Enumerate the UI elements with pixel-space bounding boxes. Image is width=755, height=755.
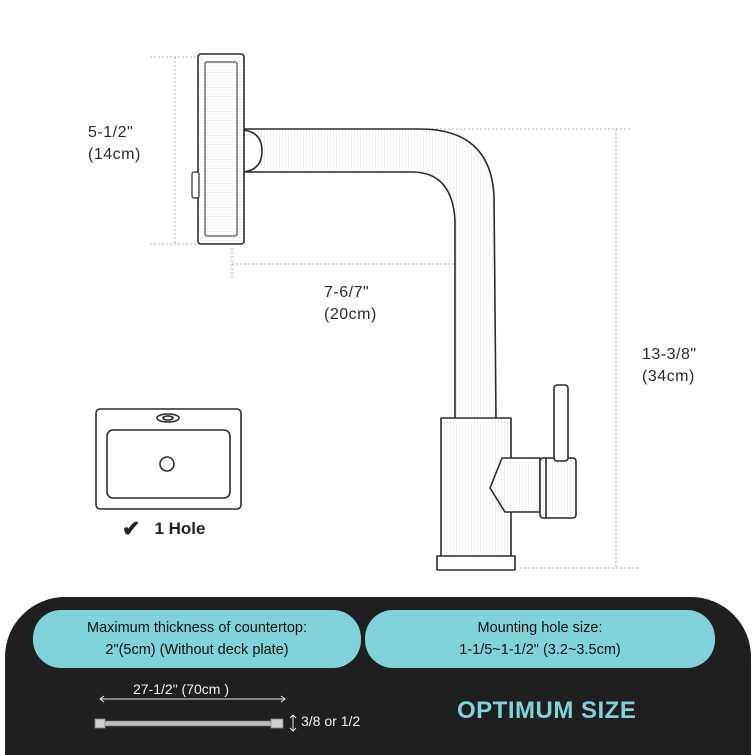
thickness-value: 2"(5cm) (Without deck plate) — [105, 642, 289, 658]
hose-icon — [94, 718, 284, 729]
sink-icon — [95, 408, 242, 510]
faucet-base-plate — [436, 555, 516, 571]
hole-count-text: 1 Hole — [154, 519, 206, 538]
faucet-spout — [244, 128, 497, 421]
faucet — [191, 53, 577, 571]
countertop-thickness-pill: Maximum thickness of countertop: 2"(5cm)… — [33, 610, 361, 668]
mounting-hole-title: Mounting hole size: — [477, 620, 603, 636]
checkmark-icon: ✔ — [122, 516, 141, 541]
handle-mount — [489, 457, 541, 513]
spray-button — [191, 171, 200, 199]
reach-imperial: 7-6/7" — [324, 284, 370, 301]
size-arrow-icon — [289, 714, 297, 732]
spray-head-imperial: 5-1/2" — [88, 124, 134, 141]
faucet-diagram — [95, 53, 640, 571]
info-panel: Maximum thickness of countertop: 2"(5cm)… — [5, 597, 751, 755]
height-dimension: 13-3/8" (34cm) — [642, 344, 697, 388]
mounting-hole-pill: Mounting hole size: 1-1/5~1-1/2" (3.2~3.… — [365, 610, 715, 668]
sink-drain — [159, 456, 175, 472]
optimum-size-title: OPTIMUM SIZE — [457, 697, 637, 724]
hose-diagram — [94, 695, 297, 732]
spray-head-metric: (14cm) — [88, 146, 141, 163]
spray-head — [197, 53, 245, 245]
height-metric: (34cm) — [642, 368, 695, 385]
hole-count-label: ✔ 1 Hole — [122, 518, 205, 540]
faucet-handle — [553, 384, 569, 462]
hose-size: 3/8 or 1/2 — [301, 713, 361, 729]
reach-metric: (20cm) — [324, 306, 377, 323]
dimension-lines — [150, 56, 640, 569]
spray-head-dimension: 5-1/2" (14cm) — [88, 122, 141, 166]
reach-dimension: 7-6/7" (20cm) — [324, 282, 377, 326]
height-imperial: 13-3/8" — [642, 346, 697, 363]
thickness-title: Maximum thickness of countertop: — [86, 620, 307, 636]
mounting-hole-value: 1-1/5~1-1/2" (3.2~3.5cm) — [459, 642, 621, 658]
hose-length: 27-1/2" (70cm ) — [133, 681, 230, 697]
sink-faucet-hole — [156, 413, 180, 423]
spray-connector — [242, 129, 263, 173]
